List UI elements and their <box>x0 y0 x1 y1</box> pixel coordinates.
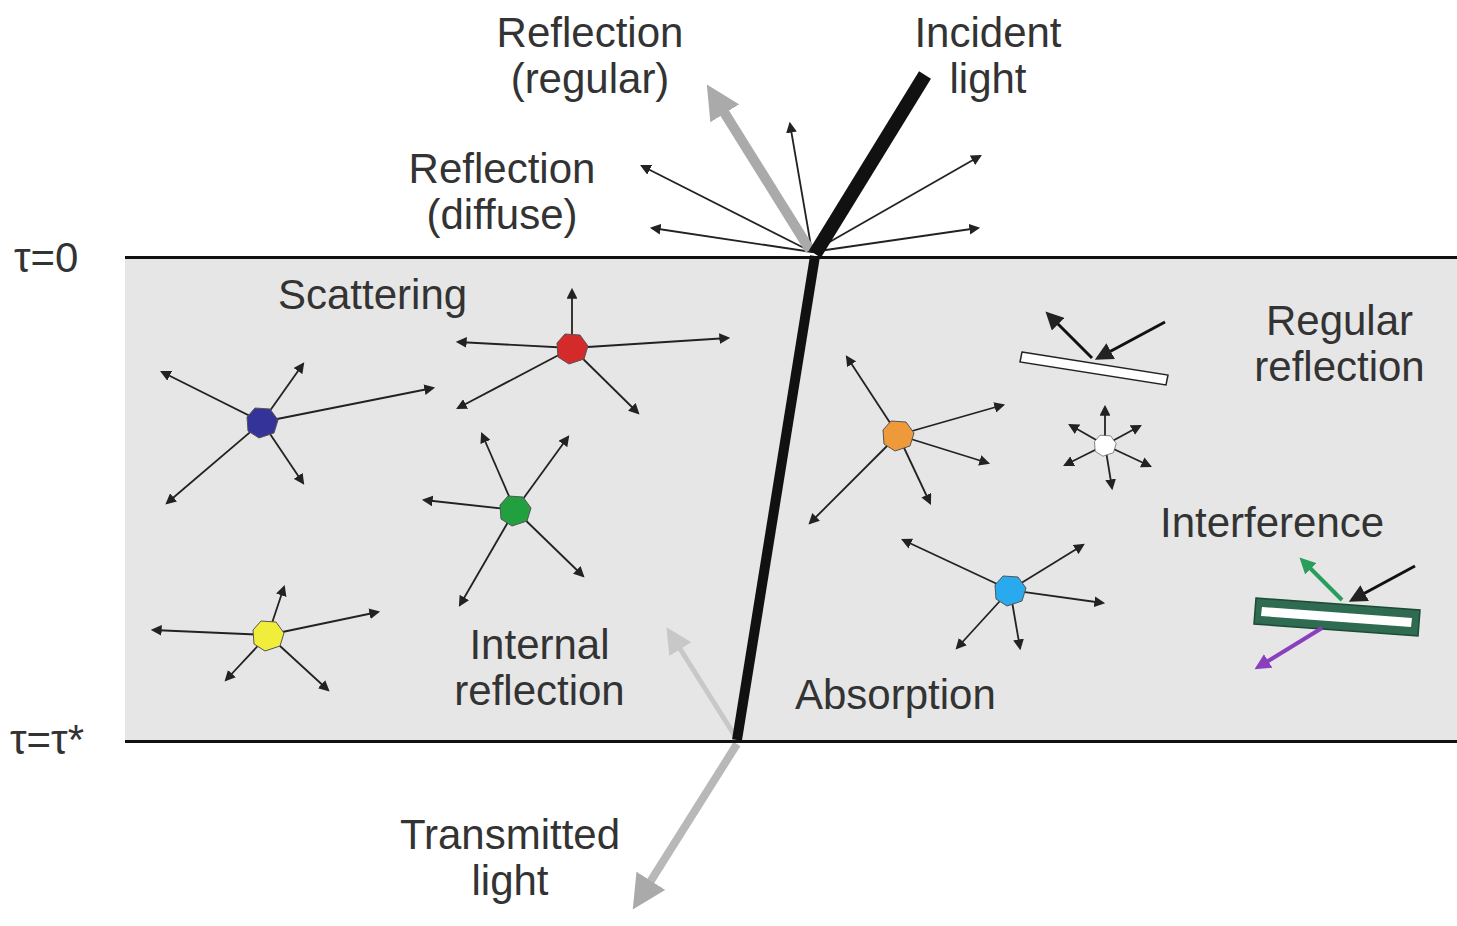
text-holder: Regular reflection <box>1232 298 1447 390</box>
label-holder: Reflection (diffuse) <box>387 146 617 238</box>
label-holder: τ=0 <box>14 235 124 281</box>
particle <box>557 334 588 364</box>
thin-film-plate <box>1254 598 1420 636</box>
mirror-plate <box>1020 352 1168 385</box>
scatter-arrow <box>903 540 1010 590</box>
ray-label: Transmitted light <box>380 812 640 904</box>
incident-ray <box>815 75 925 254</box>
ray-label: Reflection (diffuse) <box>387 146 617 238</box>
medium-slab: ScatteringRegular reflectionInterference… <box>125 256 1457 743</box>
label-holder: τ=τ* <box>10 717 122 763</box>
scatter-arrow <box>898 405 1003 435</box>
medium-fill <box>125 258 1457 740</box>
mirror-outgoing-arrow <box>1048 314 1092 358</box>
diffuse-ray <box>652 228 812 252</box>
particle <box>883 421 914 451</box>
scatter-arrow <box>167 422 262 503</box>
label-holder: Incident light <box>893 10 1083 102</box>
regular-reflection-ray <box>714 96 810 250</box>
film-transmitted-arrow <box>1260 628 1322 666</box>
text-holder: Internal reflection <box>432 622 647 714</box>
scatter-arrow <box>262 388 433 422</box>
film-reflected-arrow <box>1304 562 1342 600</box>
process-label: Interference <box>1160 500 1430 546</box>
particle <box>500 496 531 526</box>
particle <box>247 408 278 438</box>
particle <box>253 621 284 651</box>
internal-reflection-ray <box>672 636 735 736</box>
scatter-arrow <box>458 342 572 348</box>
scatter-arrow <box>458 348 572 408</box>
process-label: Regular reflection <box>1232 298 1447 390</box>
diffuse-ray <box>812 156 980 252</box>
particle <box>1095 435 1117 456</box>
label-holder: Reflection (regular) <box>475 10 705 102</box>
scatter-arrow <box>268 612 378 635</box>
scatter-arrow <box>162 372 262 422</box>
label-holder: Transmitted light <box>380 812 640 904</box>
scatter-arrow <box>572 338 728 348</box>
scatter-arrow <box>153 630 268 635</box>
scatter-arrow <box>460 510 515 605</box>
depth-label: τ=τ* <box>10 717 122 763</box>
film-incoming-arrow <box>1352 566 1415 600</box>
particles <box>247 334 1116 651</box>
thin-film-gap <box>1261 607 1412 627</box>
transmitted-ray <box>640 744 737 898</box>
scatter-arrow <box>810 435 898 523</box>
ray-label: Reflection (regular) <box>475 10 705 102</box>
scatter-arrows <box>153 290 1150 690</box>
process-label: Absorption <box>795 672 1035 718</box>
text-holder: Interference <box>1160 500 1430 546</box>
mirror-incoming-arrow <box>1098 322 1165 358</box>
refracted-ray <box>737 256 815 740</box>
diffuse-rays <box>642 124 980 252</box>
process-label: Internal reflection <box>432 622 647 714</box>
text-holder: Absorption <box>795 672 1035 718</box>
particle <box>995 576 1026 606</box>
process-label: Scattering <box>278 272 518 318</box>
text-holder: Scattering <box>278 272 518 318</box>
ray-label: Incident light <box>893 10 1083 102</box>
depth-label: τ=0 <box>14 235 124 281</box>
